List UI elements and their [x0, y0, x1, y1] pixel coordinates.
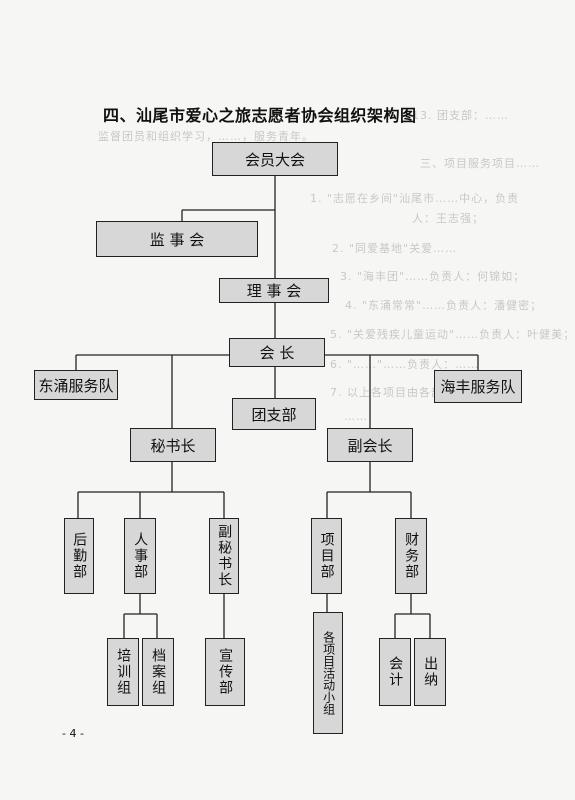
bleed-through-text: 2. "同爱基地"关爱…… — [332, 242, 458, 255]
page-number: - 4 - — [62, 727, 84, 740]
node-council: 理 事 会 — [219, 278, 329, 303]
node-finance-dept: 财务部 — [395, 518, 427, 594]
bleed-through-text: 6. "……"……负责人：…… — [330, 358, 480, 371]
node-publicity-dept: 宣传部 — [205, 638, 245, 706]
node-secretary-general: 秘书长 — [130, 428, 216, 462]
node-accountant: 会计 — [379, 638, 411, 706]
bleed-through-text: 监督团员和组织学习，……，服务青年。 — [98, 130, 314, 143]
node-training-group: 培训组 — [107, 638, 139, 706]
node-logistics-dept: 后勤部 — [64, 518, 94, 594]
node-vice-president: 副会长 — [327, 428, 413, 462]
node-project-dept: 项目部 — [311, 518, 342, 594]
node-youth-league-branch: 团支部 — [232, 398, 316, 430]
node-cashier: 出纳 — [414, 638, 446, 706]
node-haifeng-team: 海丰服务队 — [434, 370, 522, 403]
chart-title: 四、汕尾市爱心之旅志愿者协会组织架构图 — [103, 106, 417, 125]
bleed-through-text: 人：王志强； — [412, 212, 484, 225]
bleed-through-text: 13. 团支部：…… — [412, 109, 509, 122]
node-members-assembly: 会员大会 — [212, 142, 338, 176]
bleed-through-text: 4. "东涌常常"……负责人：潘健密； — [345, 299, 543, 312]
node-personnel-dept: 人事部 — [124, 518, 156, 594]
bleed-through-text: 3. "海丰团"……负责人：何锦如； — [340, 270, 526, 283]
node-supervisory-board: 监 事 会 — [96, 221, 258, 257]
node-archives-group: 档案组 — [142, 638, 174, 706]
bleed-through-text: 5. "关爱残疾儿童运动"……负责人：叶健美； — [330, 328, 575, 341]
bleed-through-text: 1. "志愿在乡间"汕尾市……中心，负责 — [310, 192, 520, 205]
node-president: 会 长 — [229, 338, 325, 367]
node-deputy-secretary: 副秘书长 — [209, 518, 239, 594]
bleed-through-text: …… — [344, 410, 368, 423]
node-dongyong-team: 东涌服务队 — [34, 370, 118, 400]
node-project-activity-groups: 各项目活动小组 — [313, 612, 343, 734]
bleed-through-text: 三、项目服务项目…… — [420, 157, 540, 170]
